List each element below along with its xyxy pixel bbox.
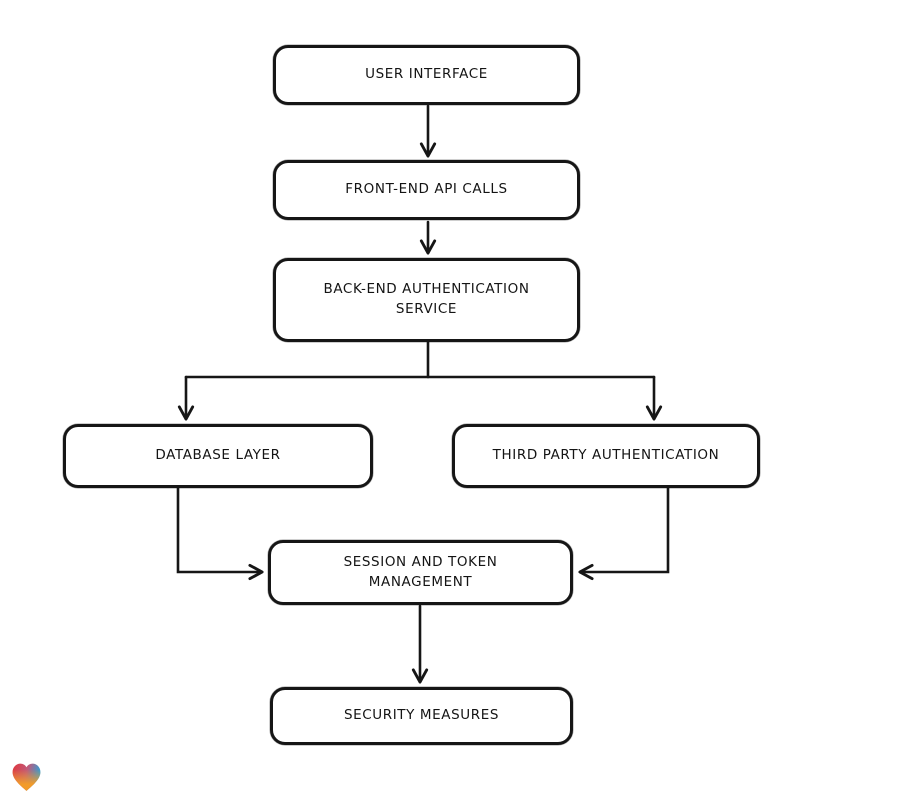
node-database-layer[interactable]: DATABASE LAYER — [63, 424, 373, 488]
node-label: USER INTERFACE — [365, 66, 488, 83]
node-front-end-api-calls[interactable]: FRONT-END API CALLS — [273, 160, 580, 220]
node-third-party-authentication[interactable]: THIRD PARTY AUTHENTICATION — [452, 424, 760, 488]
node-label: FRONT-END API CALLS — [345, 181, 508, 198]
edge-database-to-session — [176, 486, 264, 581]
node-security-measures[interactable]: SECURITY MEASURES — [270, 687, 573, 745]
node-session-and-token-management[interactable]: SESSION AND TOKEN MANAGEMENT — [268, 540, 573, 605]
node-label: BACK-END AUTHENTICATION SERVICE — [323, 281, 530, 317]
edge-thirdparty-to-session — [578, 486, 670, 581]
node-user-interface[interactable]: USER INTERFACE — [273, 45, 580, 105]
node-label: DATABASE LAYER — [155, 447, 281, 464]
heart-logo[interactable] — [10, 761, 43, 794]
node-label: SECURITY MEASURES — [343, 707, 500, 724]
node-back-end-authentication-service[interactable]: BACK-END AUTHENTICATION SERVICE — [273, 258, 580, 342]
node-label: THIRD PARTY AUTHENTICATION — [492, 447, 720, 464]
node-label: SESSION AND TOKEN MANAGEMENT — [343, 553, 498, 590]
